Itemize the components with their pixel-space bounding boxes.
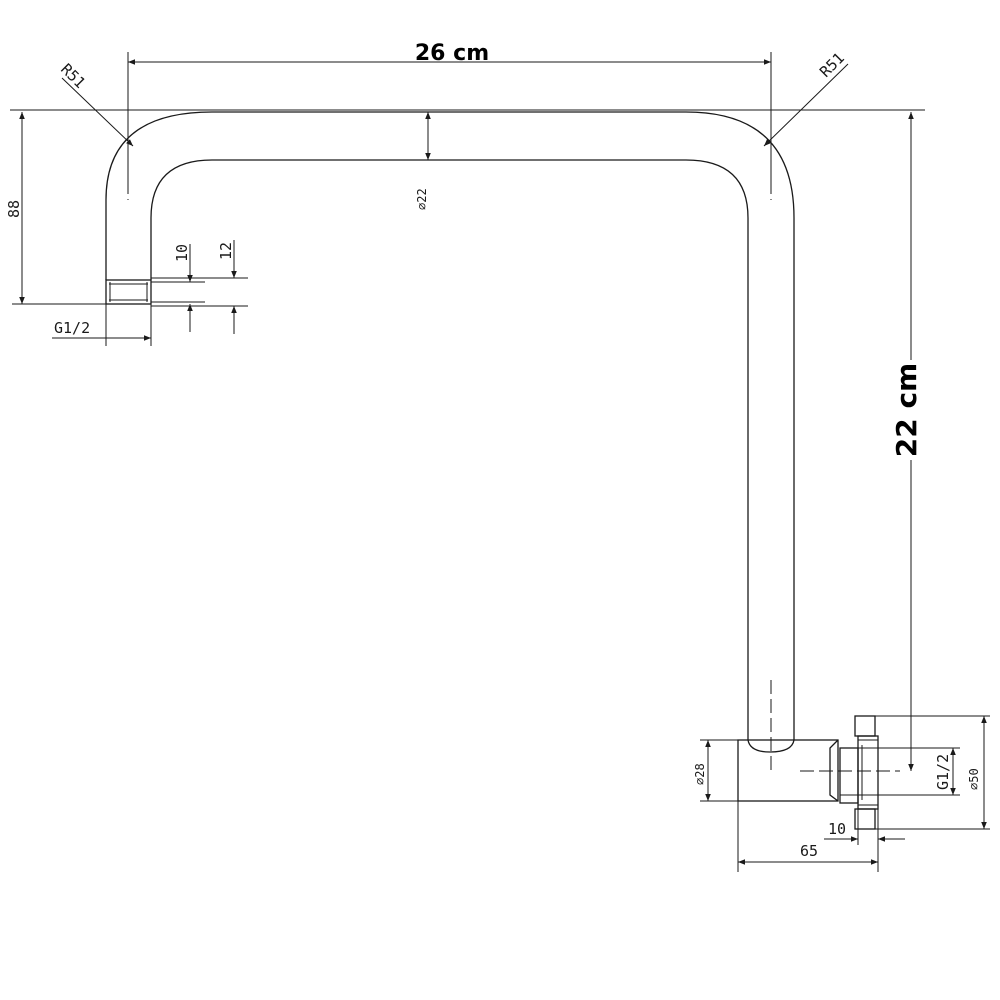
dim-pipe-diameter: ∅22 <box>415 112 431 210</box>
thread-10-label: 10 <box>173 244 191 262</box>
flange-diameter-label: ∅50 <box>967 768 981 790</box>
radius-left-label: R51 <box>57 60 89 92</box>
dim-width: 26 cm <box>127 41 772 180</box>
dim-height: 22 cm <box>890 112 923 771</box>
dim-flange-10: 10 <box>824 809 905 845</box>
thread-right-label: G1/2 <box>934 754 952 790</box>
left-thread-fitting <box>105 279 152 305</box>
dim-drop: 88 <box>5 112 106 305</box>
dim-thread-left: G1/2 <box>52 304 152 346</box>
dim-thread-lengths: 10 12 <box>151 240 248 334</box>
center-lines <box>127 142 900 772</box>
dim-base-diameter: ∅28 <box>693 739 738 802</box>
width-label: 26 cm <box>415 41 489 66</box>
pipe-diameter-label: ∅22 <box>415 188 429 210</box>
thread-left-label: G1/2 <box>54 319 90 337</box>
base-length-label: 65 <box>800 842 818 860</box>
dim-flange-diameter: ∅50 <box>875 715 990 830</box>
radius-right-label: R51 <box>816 49 848 81</box>
dim-base-length: 65 <box>737 801 879 872</box>
thread-12-label: 12 <box>217 242 235 260</box>
wall-flange <box>737 715 879 830</box>
drop-height-label: 88 <box>5 200 23 218</box>
pipe-outline <box>105 111 795 753</box>
height-label: 22 cm <box>890 363 923 458</box>
dim-thread-right: G1/2 <box>840 747 960 796</box>
base-diameter-label: ∅28 <box>693 763 707 785</box>
flange-10-label: 10 <box>828 820 846 838</box>
